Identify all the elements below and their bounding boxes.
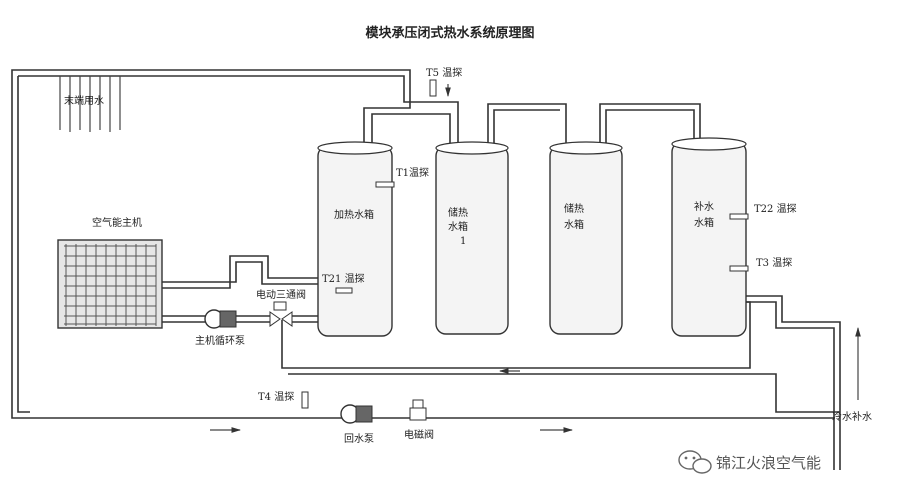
storage-tank-1 xyxy=(435,141,509,335)
heating-tank xyxy=(317,141,393,337)
probe-t3-label: T3 温探 xyxy=(756,256,792,269)
cold-water-makeup-label: 冷水补水 xyxy=(832,410,872,423)
makeup-tank-label-2: 水箱 xyxy=(694,216,714,229)
diagram-title: 模块承压闭式热水系统原理图 xyxy=(365,25,534,41)
probe-t1-icon xyxy=(375,181,395,188)
three-way-valve-icon xyxy=(269,301,293,327)
solenoid-valve-label: 电磁阀 xyxy=(404,428,434,441)
makeup-tank-label-1: 补水 xyxy=(694,200,714,213)
main-pump-label: 主机循环泵 xyxy=(195,334,245,347)
storage-tank-1-label-2: 水箱 xyxy=(448,220,468,233)
heat-pump-unit xyxy=(57,239,163,329)
main-pump-icon xyxy=(204,309,237,329)
wechat-icon xyxy=(678,450,712,474)
end-use-label: 末端用水 xyxy=(64,94,104,107)
return-pump-icon xyxy=(340,404,373,424)
storage-tank-2-label-1: 储热 xyxy=(564,202,584,215)
return-pump-label: 回水泵 xyxy=(344,433,374,445)
probe-t3-icon xyxy=(729,265,749,272)
probe-t5-icon xyxy=(429,79,437,97)
storage-tank-2-label-2: 水箱 xyxy=(564,218,584,231)
probe-t21-label: T21 温探 xyxy=(322,272,365,285)
flow-arrows xyxy=(210,84,861,433)
probe-t21-icon xyxy=(335,287,353,294)
makeup-tank xyxy=(671,137,747,337)
probe-t4-label: T4 温探 xyxy=(258,390,294,403)
three-way-valve-label: 电动三通阀 xyxy=(256,288,306,301)
storage-tank-1-label-1: 储热 xyxy=(448,206,468,219)
supply-loop-pipes xyxy=(11,69,841,470)
storage-tank-2 xyxy=(549,141,623,335)
solenoid-valve-icon xyxy=(409,399,427,421)
probe-t22-icon xyxy=(729,213,749,220)
probe-t4-icon xyxy=(301,391,309,409)
end-use-outlets xyxy=(59,76,121,132)
probe-t22-label: T22 温探 xyxy=(754,202,797,215)
probe-t1-label: T1温探 xyxy=(396,166,429,179)
heat-pump-label: 空气能主机 xyxy=(92,216,142,229)
probe-t5-label: T5 温探 xyxy=(426,66,462,79)
heating-tank-label: 加热水箱 xyxy=(334,208,374,221)
watermark-text: 锦江火浪空气能 xyxy=(716,454,821,472)
storage-tank-1-label-3: 1 xyxy=(460,236,466,247)
